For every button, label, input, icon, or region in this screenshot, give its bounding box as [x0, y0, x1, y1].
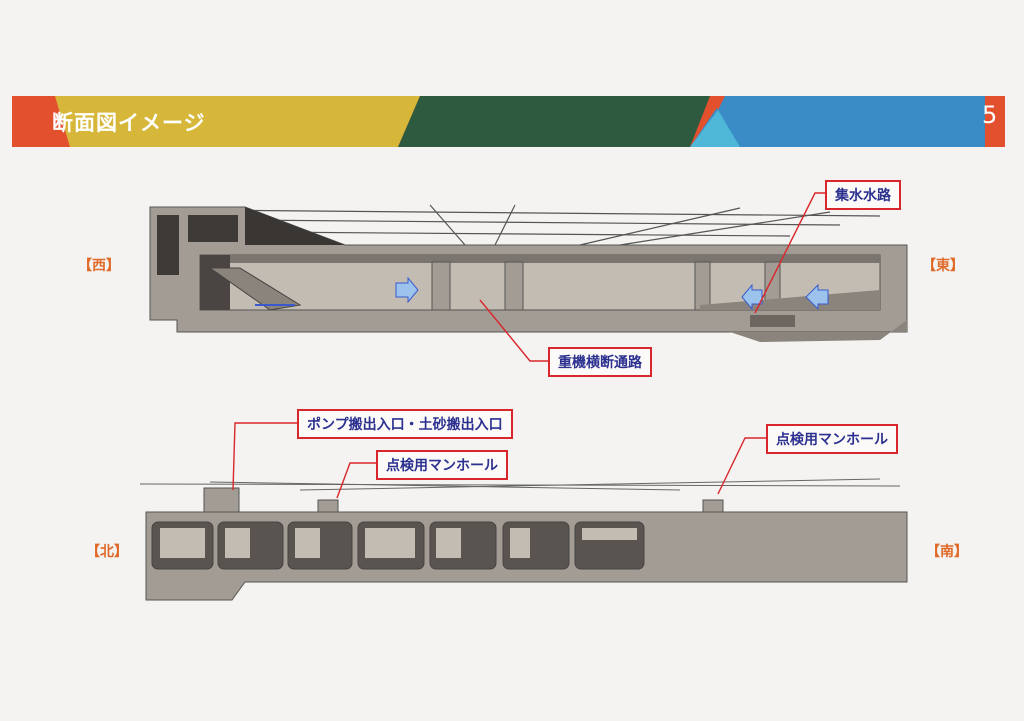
upper-cross-section: [149, 204, 908, 342]
page-number: 5: [982, 101, 998, 129]
lower-cross-section: [139, 478, 908, 601]
page-title: 断面図イメージ: [52, 111, 206, 135]
direction-south-label: 【南】: [926, 544, 968, 560]
callout-pump-entrance: ポンプ搬出入口・土砂搬出入口: [297, 409, 513, 439]
direction-north-label: 【北】: [86, 544, 128, 560]
direction-east-label: 【東】: [922, 258, 964, 274]
callout-heavy-machinery-crossing: 重機横断通路: [548, 347, 652, 377]
callout-manhole-right: 点検用マンホール: [766, 424, 898, 454]
direction-west-label: 【西】: [78, 258, 120, 274]
callout-leader-lines: [232, 192, 825, 499]
callout-manhole-left: 点検用マンホール: [376, 450, 508, 480]
callout-drain-channel: 集水水路: [825, 180, 901, 210]
header-banner: [12, 96, 1005, 147]
